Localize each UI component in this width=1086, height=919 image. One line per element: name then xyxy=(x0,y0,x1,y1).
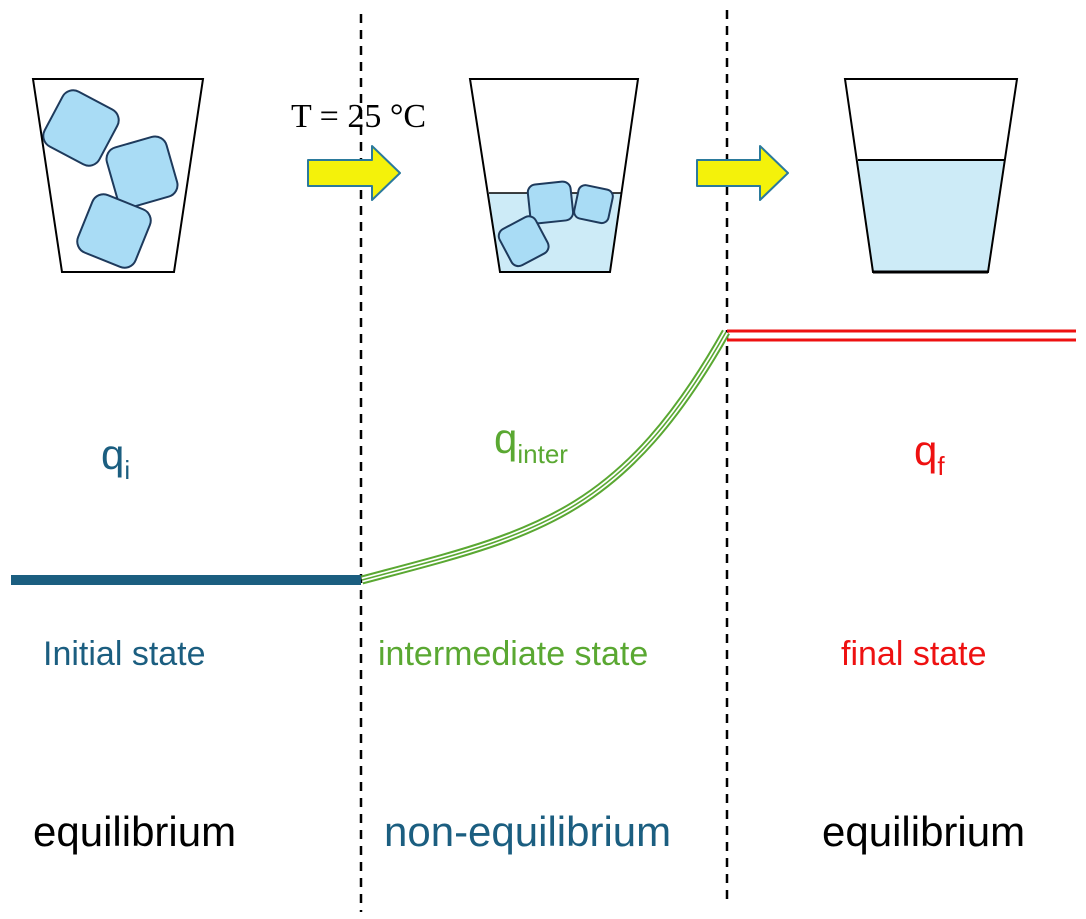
glass-of-water-icon xyxy=(843,78,1019,274)
q-initial-label: qi xyxy=(101,431,131,485)
ice-cube xyxy=(76,193,152,269)
right-arrow-icon xyxy=(696,145,789,201)
ice-cube xyxy=(42,89,120,167)
glass-outline xyxy=(468,78,640,273)
q-subscript: i xyxy=(124,455,131,485)
q-intermediate-label: qinter xyxy=(494,415,568,469)
intermediate-equilibrium-label: non-equilibrium xyxy=(384,808,672,855)
right-arrow-icon xyxy=(307,145,401,201)
intermediate-state-curve xyxy=(360,329,730,585)
ice-cube xyxy=(105,135,179,209)
q-subscript: inter xyxy=(517,439,568,469)
initial-equilibrium-label: equilibrium xyxy=(33,808,237,855)
q-final-label: qf xyxy=(914,427,945,481)
final-equilibrium-label: equilibrium xyxy=(822,808,1026,855)
water-fill xyxy=(858,160,1004,272)
temperature-label: T = 25 °C xyxy=(291,98,427,135)
ice-cube xyxy=(497,215,550,268)
glass-of-melting-ice-icon xyxy=(468,78,640,273)
q-symbol: q xyxy=(101,431,125,478)
final-state-line xyxy=(727,329,1076,342)
intermediate-state-label: intermediate state xyxy=(378,635,649,673)
q-subscript: f xyxy=(937,451,945,481)
q-symbol: q xyxy=(494,415,518,462)
initial-state-label: Initial state xyxy=(43,635,206,673)
final-state-label: final state xyxy=(841,635,987,673)
q-symbol: q xyxy=(914,427,938,474)
glass-of-ice-icon xyxy=(31,78,205,273)
ice-cube xyxy=(573,184,614,225)
glass-outline xyxy=(31,78,205,273)
ice-cube xyxy=(526,180,575,225)
